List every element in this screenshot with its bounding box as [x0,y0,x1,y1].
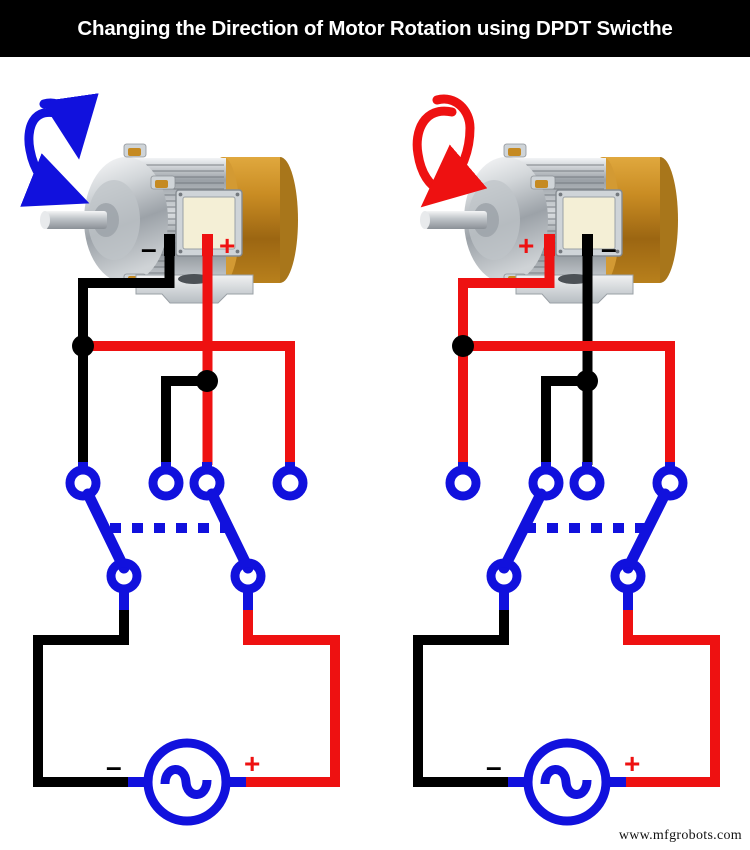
wire-negative-cross-right [541,376,587,465]
rotation-arrow-cw-icon [412,94,488,208]
ac-left-positive-label: + [244,748,261,779]
motor-terminal-positive-left [202,234,213,256]
wire-positive-left [83,252,295,465]
switch-lever-pole-2[interactable] [622,488,671,574]
motor-right-positive-label: + [518,230,535,261]
switch-pole-2[interactable] [230,558,266,594]
wire-positive-return-left [232,610,340,787]
switch-lever-pole-1[interactable] [498,488,547,574]
ac-source-left [148,743,226,821]
motor-right-negative-label: – [601,233,617,264]
dpdt-switch-left[interactable] [65,462,308,612]
wire-negative-cross-left [161,376,207,465]
wire-negative-return-left [33,610,141,787]
switch-terminal-4[interactable] [272,465,308,501]
wire-positive-return-right [612,610,720,787]
page-title: Changing the Direction of Motor Rotation… [77,16,673,40]
switch-terminal-2[interactable] [148,465,184,501]
switch-pole-2[interactable] [610,558,646,594]
motor-terminal-negative-left [164,234,175,256]
wire-positive-right [458,252,555,465]
ac-right-positive-label: + [624,748,641,779]
motor-left-negative-label: – [141,233,157,264]
junction-dot [72,335,94,357]
diagram-right [412,94,720,821]
title-bar: Changing the Direction of Motor Rotation… [0,0,750,57]
switch-terminal-3[interactable] [569,465,605,501]
rotation-arrow-ccw-icon [20,93,99,207]
ac-left-negative-label: – [106,751,122,782]
diagram-left [20,93,340,821]
ac-source-right [528,743,606,821]
motor-terminal-negative-right [582,234,593,256]
junction-dot [196,370,218,392]
motor-left-positive-label: + [219,230,236,261]
switch-lever-pole-1[interactable] [82,488,130,574]
dpdt-switch-right[interactable] [445,462,688,612]
junction-dot [452,335,474,357]
switch-terminal-1[interactable] [445,465,481,501]
switch-pole-1[interactable] [486,558,522,594]
wire-positive-branch-right [463,341,675,465]
motor-terminal-positive-right [544,234,555,256]
watermark: www.mfgrobots.com [618,828,742,843]
ac-right-negative-label: – [486,751,502,782]
junction-dot [576,370,598,392]
wire-negative-left [78,252,175,465]
wire-negative-return-right [413,610,521,787]
switch-pole-1[interactable] [106,558,142,594]
